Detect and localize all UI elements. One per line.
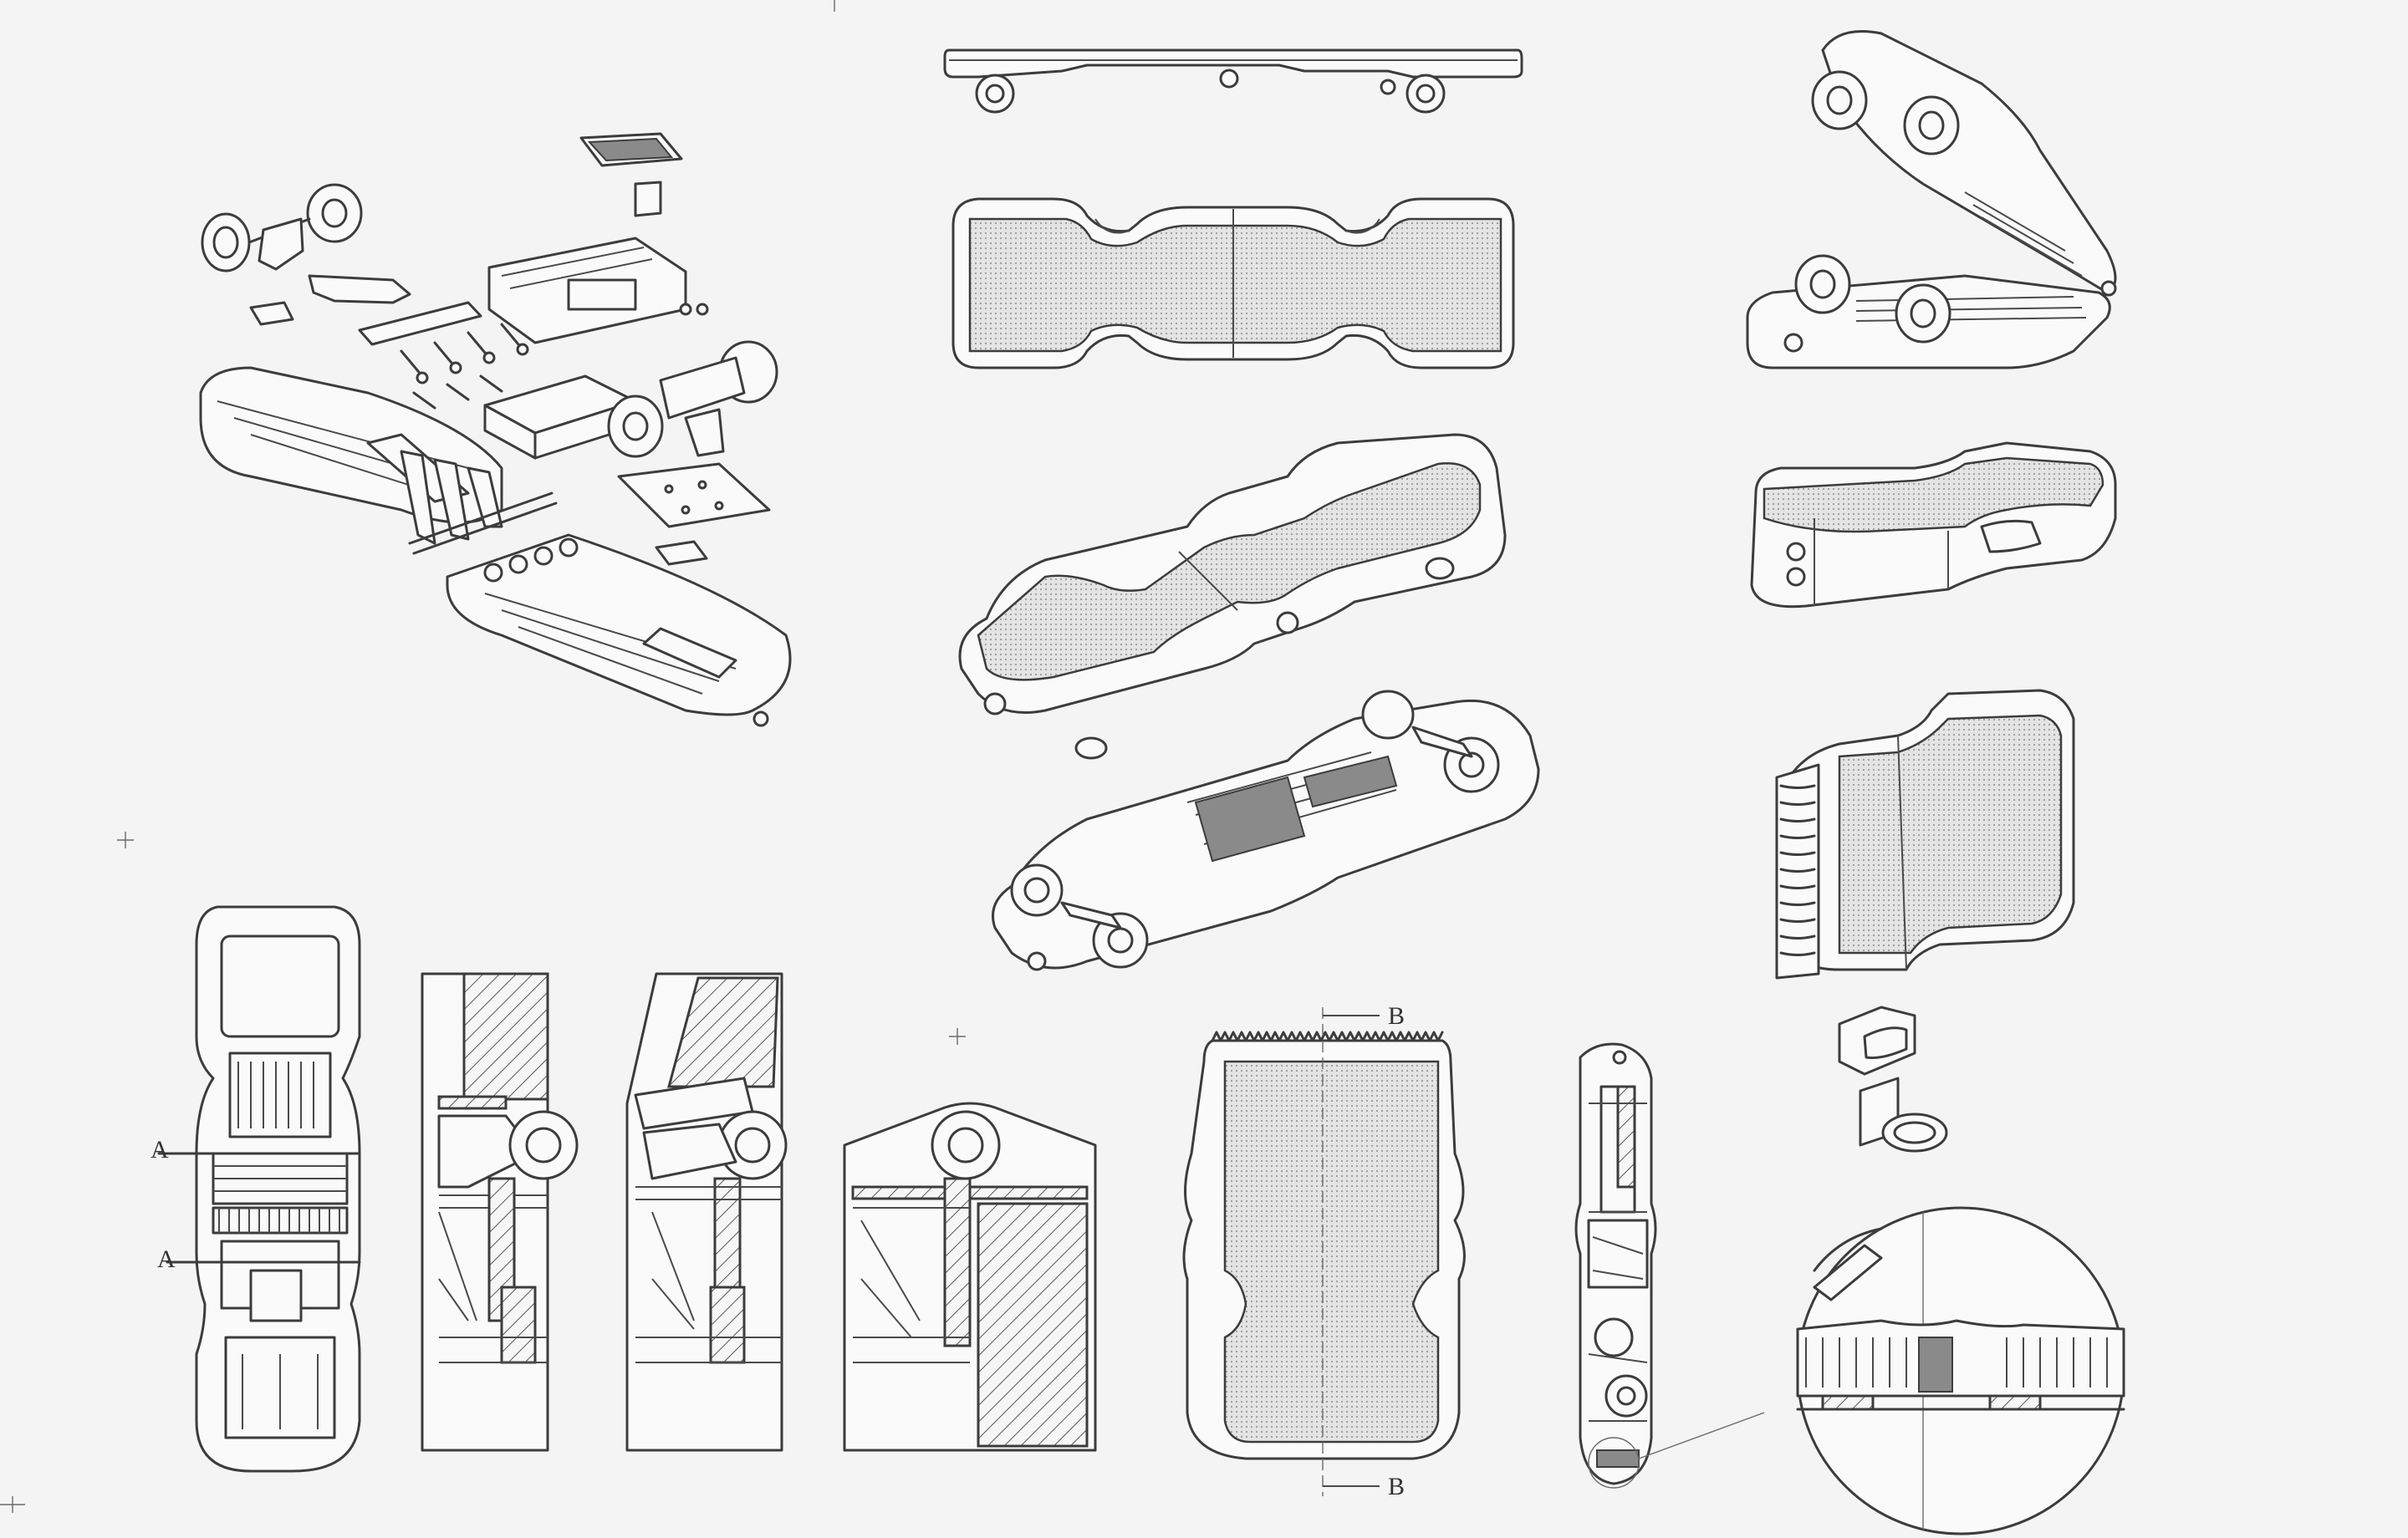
section-a-top-label: A [150,1136,169,1164]
front-deck-half-part [199,366,558,555]
front-truck-part [201,183,411,326]
isometric-deck-top-view [958,433,1507,760]
top-plan-view [951,197,1515,369]
battery-block-part [483,374,637,460]
section-b-plan-view: B B [1182,1002,1466,1500]
latch-detail-part [1838,1006,1948,1153]
rear-deck-half-part [446,533,792,727]
bottom-plan-view: A A [150,905,361,1473]
isometric-deck-bottom-view [992,690,1540,971]
folding-in-progress-view [1746,30,2117,369]
mounting-plate-part [617,462,771,566]
grip-pad-part [579,132,683,217]
hinge-section-folded-view [843,1102,1097,1452]
section-b-bottom-label: B [1388,1473,1405,1500]
section-b-cut-view [1574,1042,1765,1489]
hinge-section-flat-view [421,972,579,1452]
section-b-top-label: B [1388,1002,1405,1030]
electronics-housing-part [487,237,709,344]
section-a-bottom-label: A [157,1245,176,1273]
folded-closed-view [1750,441,2117,609]
exploded-assembly-view [199,132,792,727]
hinge-spring-assembly-part [358,301,529,410]
enlarged-detail-view [1796,1206,2125,1535]
side-elevation-view [943,48,1523,114]
folded-standing-view [1775,689,2075,980]
hinge-section-tilted-view [625,972,788,1452]
registration-marks [0,0,966,1513]
rear-motor-truck-part [607,340,778,458]
